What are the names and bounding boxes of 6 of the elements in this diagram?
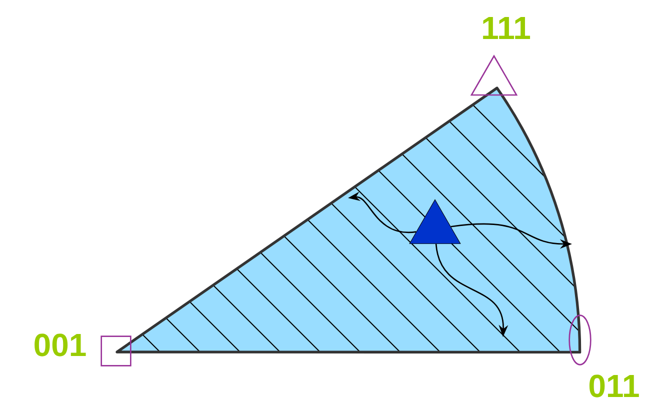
- vertex-label: 011: [589, 374, 639, 398]
- triangle-marker: [409, 199, 461, 244]
- vertex-label: 111: [483, 16, 530, 39]
- square-marker: [100, 336, 132, 366]
- vertex-label: 001: [34, 334, 86, 356]
- ellipse-marker: [568, 314, 592, 366]
